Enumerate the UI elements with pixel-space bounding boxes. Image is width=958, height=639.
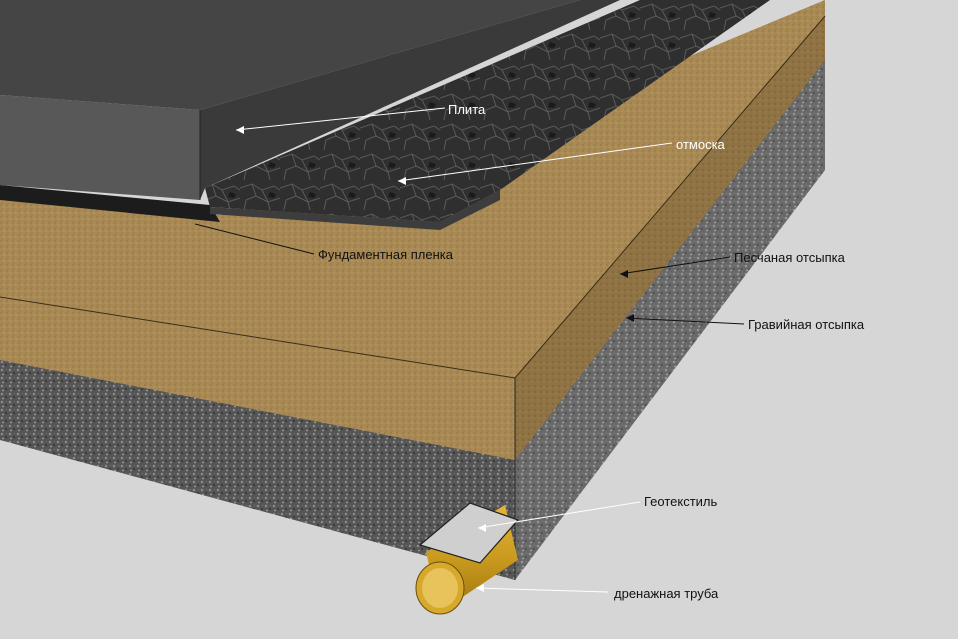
slab-front-face	[0, 95, 200, 200]
annotation-sand-fill: Песчаная отсыпка	[619, 250, 846, 278]
annotation-geotextile: Геотекстиль	[477, 494, 718, 532]
slab-side-face	[200, 0, 620, 200]
sand-front-face	[0, 297, 515, 460]
label-geotextile: Геотекстиль	[644, 494, 718, 509]
blind-area	[205, 0, 770, 222]
label-gravel-fill: Гравийная отсыпка	[748, 317, 865, 332]
label-sand-fill: Песчаная отсыпка	[734, 250, 846, 265]
foundation-film	[0, 185, 220, 222]
label-foundation-film: Фундаментная пленка	[318, 247, 454, 262]
annotation-slab: Плита	[235, 102, 486, 134]
label-slab: Плита	[448, 102, 486, 117]
label-blind-area: отмоска	[676, 137, 726, 152]
sand-side-face	[515, 16, 825, 460]
label-drain-pipe: дренажная труба	[614, 586, 719, 601]
annotation-blind-area: отмоска	[397, 137, 726, 185]
annotation-foundation-film: Фундаментная пленка	[194, 223, 454, 262]
geotextile-sheet	[418, 502, 520, 564]
blind-area-edge	[210, 190, 500, 230]
annotation-gravel-fill: Гравийная отсыпка	[625, 314, 865, 332]
slab-top	[0, 0, 580, 110]
annotation-drain-pipe: дренажная труба	[475, 584, 719, 601]
